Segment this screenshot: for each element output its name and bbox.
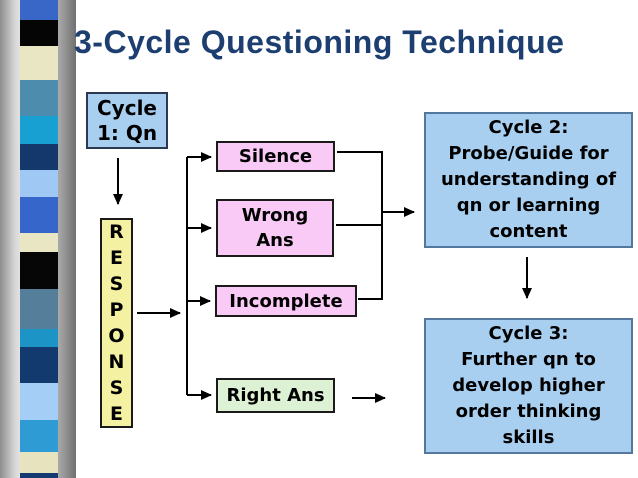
decorative-stripe (20, 116, 58, 144)
decorative-stripe (20, 383, 58, 420)
decorative-stripe (20, 329, 58, 347)
box-right-ans-label: Right Ans (226, 385, 325, 406)
decorative-stripe (20, 0, 58, 20)
decorative-stripe (20, 197, 58, 233)
decorative-stripe (20, 452, 58, 473)
decorative-stripe (20, 20, 58, 46)
box-incomplete: Incomplete (215, 285, 357, 317)
box-cycle1-label: Cycle 1: Qn (96, 95, 158, 145)
box-wrong-ans: Wrong Ans (216, 199, 334, 257)
stripe-strip (20, 0, 58, 478)
box-silence-label: Silence (238, 146, 313, 167)
box-right-ans: Right Ans (216, 378, 335, 413)
box-cycle2: Cycle 2: Probe/Guide for understanding o… (424, 112, 633, 248)
decorative-stripe (20, 144, 58, 170)
decorative-stripe (20, 347, 58, 383)
box-cycle3: Cycle 3: Further qn to develop higher or… (424, 318, 633, 454)
decorative-side-bar (0, 0, 76, 478)
decorative-stripe (20, 170, 58, 197)
decorative-stripe (20, 80, 58, 116)
box-response-label: R E S P O N S E (108, 221, 125, 425)
decorative-stripe (20, 420, 58, 452)
box-cycle2-label: Cycle 2: Probe/Guide for understanding o… (440, 117, 617, 242)
box-incomplete-label: Incomplete (229, 290, 343, 312)
box-wrong-ans-label: Wrong Ans (241, 205, 309, 251)
decorative-stripe (20, 289, 58, 329)
box-cycle3-label: Cycle 3: Further qn to develop higher or… (452, 323, 605, 448)
box-silence: Silence (216, 141, 335, 172)
decorative-stripe (20, 233, 58, 252)
slide-title: 3-Cycle Questioning Technique (74, 24, 565, 60)
box-response: R E S P O N S E (100, 218, 133, 428)
decorative-stripe (20, 252, 58, 289)
decorative-stripe (20, 473, 58, 478)
box-cycle1-qn: Cycle 1: Qn (86, 92, 168, 149)
decorative-stripe (20, 46, 58, 80)
